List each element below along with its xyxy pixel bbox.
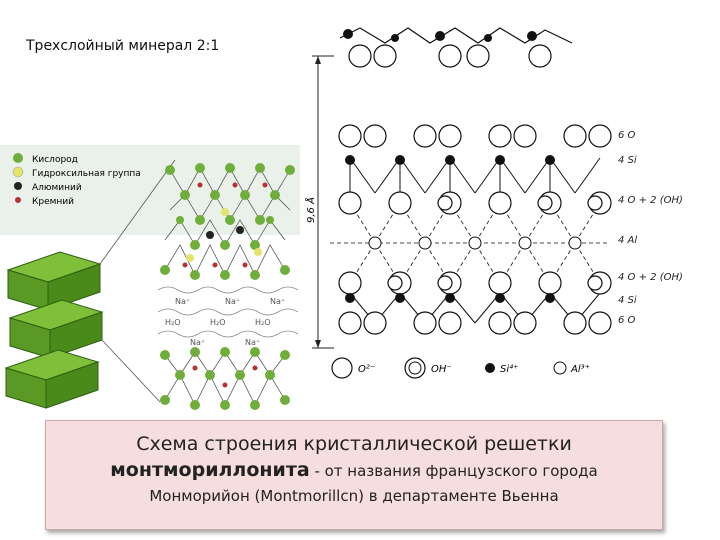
interlayer-cation-label: Na⁺ xyxy=(270,297,285,306)
oxygen-hydroxyl-row-upper xyxy=(338,191,612,215)
legend-hydroxyl-ion: OH⁻ xyxy=(431,364,452,375)
legend-silicon-ion: Si⁴⁺ xyxy=(500,363,518,375)
lattice-schematic: 9,6 Å xyxy=(304,27,683,379)
silicon-row-bottom xyxy=(345,293,555,303)
oxygen-legend-icon xyxy=(13,153,23,163)
oxygen-ion-icon xyxy=(331,357,353,379)
oxygen-hydroxyl-row-lower xyxy=(338,271,612,295)
interlayer-cation-label: Na⁺ xyxy=(190,338,205,347)
caption-etymology: - от названия французского города xyxy=(309,462,598,480)
hydroxyl-ion-icon-inner xyxy=(408,361,422,375)
layer-label-al: 4 Al xyxy=(618,235,637,246)
slide-title: Трехслойный минерал 2:1 xyxy=(26,38,220,54)
silicon-ion-icon xyxy=(485,363,495,373)
interlayer-water-label: H₂O xyxy=(165,318,181,327)
aluminum-row xyxy=(368,236,582,250)
layer-label-o-top: 6 O xyxy=(618,130,636,141)
layer-label-si-bottom: 4 Si xyxy=(618,295,637,306)
interlayer-water-label: H₂O xyxy=(255,318,271,327)
interlayer-water-label: H₂O xyxy=(210,318,226,327)
layer-label-o-oh-lower: 4 O + 2 (OH) xyxy=(618,272,683,283)
interlayer-region: Na⁺ Na⁺ Na⁺ H₂O H₂O H₂O Na⁺ Na⁺ xyxy=(157,286,299,347)
caption-line-3: Монморийон (Montmorillcn) в департаменте… xyxy=(149,487,559,505)
oxygen-row-bottom xyxy=(338,311,612,335)
legend-left: Кислород Гидроксильная группа Алюминий К… xyxy=(12,153,141,207)
legend-hydroxyl: Гидроксильная группа xyxy=(32,169,141,179)
axis-label: 9,6 Å xyxy=(304,197,317,223)
montmorillonite-3d-model: Кислород Гидроксильная группа Алюминий К… xyxy=(0,145,300,410)
lattice-bonds xyxy=(349,157,601,198)
aluminum-ion-icon xyxy=(553,361,567,375)
silicon-legend-icon xyxy=(15,197,21,203)
layered-plates-icon xyxy=(4,251,104,409)
interlayer-cation-label: Na⁺ xyxy=(175,297,190,306)
caption-box: Схема строения кристаллической решетки м… xyxy=(45,420,663,530)
layer-label-o-oh-upper: 4 O + 2 (OH) xyxy=(618,195,683,206)
layer-labels: 6 O 4 Si 4 O + 2 (OH) 4 Al 4 O + 2 (OH) … xyxy=(618,130,683,326)
legend-right: O²⁻ OH⁻ Si⁴⁺ Al³⁺ xyxy=(331,357,590,379)
hydroxyl-legend-icon xyxy=(12,166,24,178)
layer-thickness-axis: 9,6 Å xyxy=(304,55,334,349)
interlayer-cation-label: Na⁺ xyxy=(245,338,260,347)
caption-line-2: монтмориллонита - от названия французско… xyxy=(46,459,662,481)
caption-line-1: Схема строения кристаллической решетки xyxy=(136,433,572,455)
oxygen-row-top xyxy=(338,124,612,148)
legend-oxygen: Кислород xyxy=(32,155,78,165)
octahedral-bonds xyxy=(330,202,610,284)
layer-label-o-bottom: 6 O xyxy=(618,315,636,326)
caption-mineral-name: монтмориллонита xyxy=(110,459,310,481)
legend-aluminum-ion: Al³⁺ xyxy=(570,364,590,375)
silicon-row-top xyxy=(345,155,555,165)
aluminum-legend-icon xyxy=(14,182,22,190)
layer-label-si-top: 4 Si xyxy=(618,155,637,166)
legend-aluminum: Алюминий xyxy=(32,183,82,193)
interlayer-cation-label: Na⁺ xyxy=(225,297,240,306)
legend-silicon: Кремний xyxy=(32,197,74,207)
legend-oxygen-ion: O²⁻ xyxy=(358,364,375,375)
legend-background xyxy=(0,145,300,235)
